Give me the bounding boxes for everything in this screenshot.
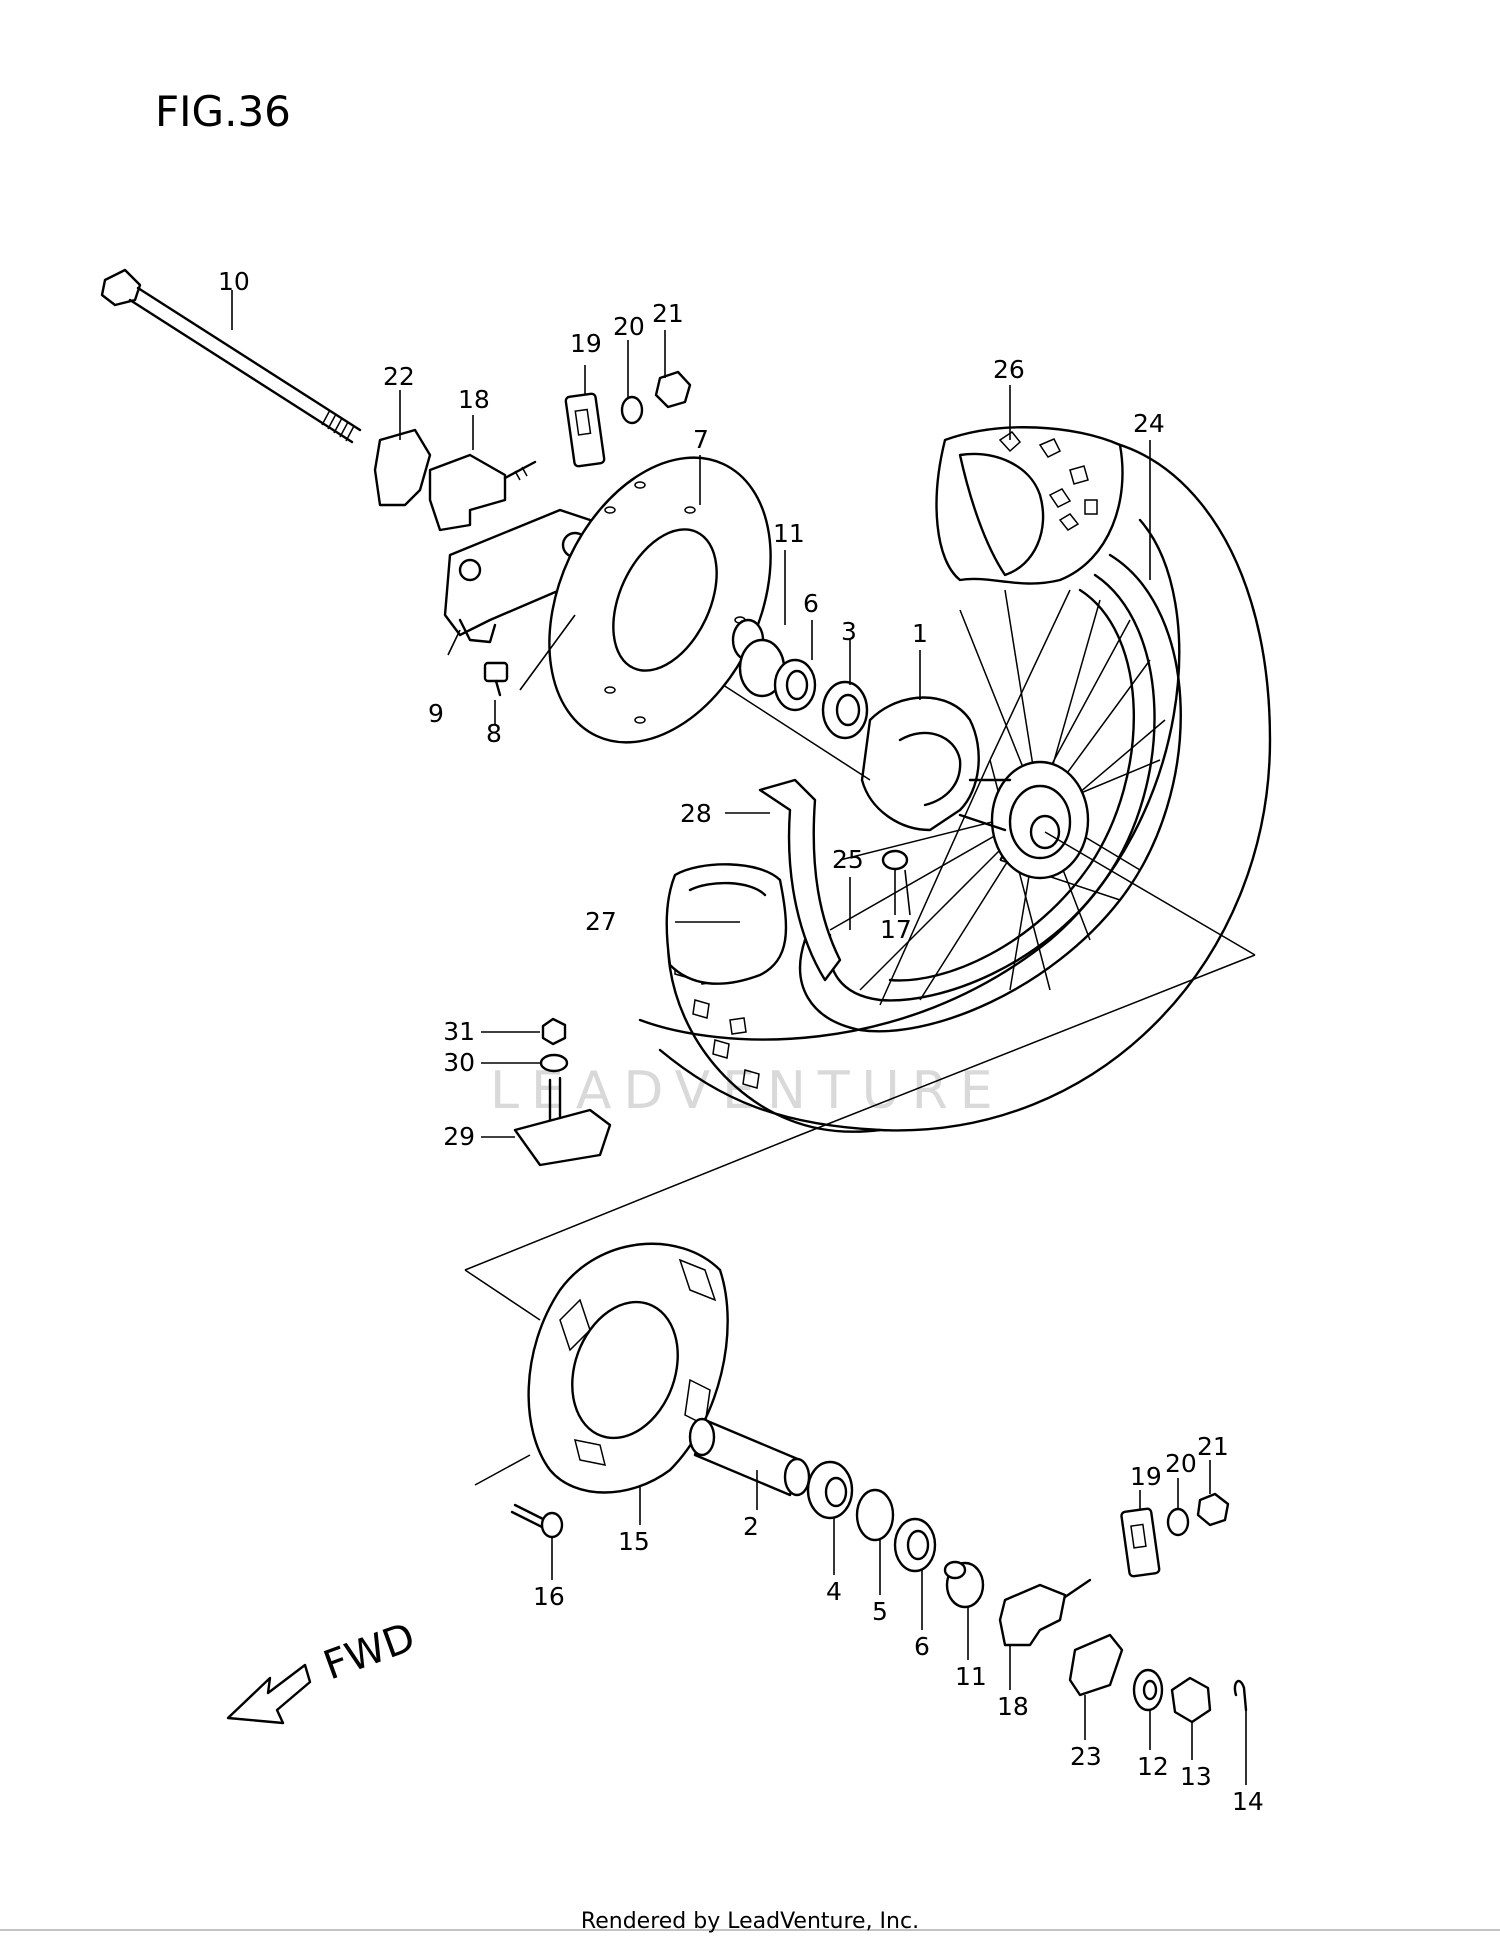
callout-6-bottom: 6	[914, 1632, 930, 1661]
callout-30: 30	[443, 1048, 475, 1077]
bearing-4	[806, 1460, 854, 1520]
washer-20-top	[620, 395, 644, 425]
callout-7: 7	[693, 425, 709, 454]
callout-3: 3	[841, 617, 857, 646]
wheel-rim	[799, 553, 1182, 1033]
callout-18-top: 18	[458, 385, 490, 414]
callout-20-top: 20	[613, 312, 645, 341]
callout-8: 8	[486, 719, 502, 748]
rear-tire	[638, 426, 1272, 1132]
callout-6-top: 6	[803, 589, 819, 618]
rim-band	[758, 778, 842, 982]
washer-30	[539, 1053, 569, 1073]
callout-leaders	[231, 290, 1247, 1785]
callout-27: 27	[585, 907, 617, 936]
callout-17: 17	[880, 915, 912, 944]
collar-left	[731, 618, 786, 698]
rear-axle	[100, 268, 362, 444]
washer-12	[1132, 1668, 1164, 1712]
callout-28: 28	[680, 799, 712, 828]
callout-21-bottom: 21	[1197, 1432, 1229, 1461]
oil-seal-left	[773, 658, 817, 712]
figure-title: FIG.36	[155, 87, 291, 136]
lower-axle-centerline	[464, 1134, 801, 1486]
callout-22: 22	[383, 362, 415, 391]
fwd-arrow-icon	[226, 1663, 312, 1725]
callout-15: 15	[618, 1527, 650, 1556]
callout-23: 23	[1070, 1742, 1102, 1771]
nut-17	[881, 849, 909, 871]
oil-seal-right	[893, 1517, 937, 1573]
chain-adjuster-plate-left	[373, 428, 432, 507]
chain-adjuster-left	[428, 453, 537, 532]
callout-11-bottom: 11	[955, 1662, 987, 1691]
chain-adjuster-block-top	[564, 392, 606, 468]
callout-9: 9	[428, 699, 444, 728]
nut-21-bottom	[1196, 1492, 1230, 1527]
circlip-5	[855, 1488, 895, 1542]
callout-numbers: 10 22 18 19 20 21 7 26 24 11 6 3 1 9 8 2…	[218, 267, 1264, 1816]
callout-14: 14	[1232, 1787, 1264, 1816]
brake-disc	[548, 456, 772, 744]
callout-21-top: 21	[652, 299, 684, 328]
collar-right	[943, 1560, 985, 1609]
nut-21-top	[654, 370, 692, 409]
callout-19-bottom: 19	[1130, 1462, 1162, 1491]
axle-centerline	[699, 669, 1256, 1136]
inner-tube	[665, 863, 788, 985]
callout-5: 5	[872, 1597, 888, 1626]
callout-2: 2	[743, 1512, 759, 1541]
callout-20-bottom: 20	[1165, 1449, 1197, 1478]
bolt-8	[483, 661, 509, 697]
callout-19-top: 19	[570, 329, 602, 358]
callout-18-bottom: 18	[997, 1692, 1029, 1721]
callout-12: 12	[1137, 1752, 1169, 1781]
callout-4: 4	[826, 1577, 842, 1606]
washer-20-bottom	[1166, 1507, 1190, 1537]
chain-adjuster-right	[998, 1578, 1092, 1647]
callout-24: 24	[1133, 409, 1165, 438]
chain-adjuster-plate-right	[1068, 1633, 1124, 1697]
callout-13: 13	[1180, 1762, 1212, 1791]
valve-nut-31	[541, 1017, 567, 1046]
chain-adjuster-block-bottom	[1120, 1507, 1161, 1578]
cotter-pin-14	[1233, 1679, 1248, 1712]
callout-10: 10	[218, 267, 250, 296]
callout-1: 1	[912, 619, 928, 648]
callout-11-top: 11	[773, 519, 805, 548]
fwd-label: FWD	[318, 1614, 421, 1689]
axle-spacer	[688, 1417, 811, 1497]
castle-nut-13	[1170, 1676, 1212, 1724]
wheel-hub	[860, 696, 1090, 880]
rear-sprocket	[527, 1242, 729, 1494]
footer-credit: Rendered by LeadVenture, Inc.	[581, 1909, 919, 1934]
callout-29: 29	[443, 1122, 475, 1151]
callout-26: 26	[993, 355, 1025, 384]
tube-valve	[513, 1076, 612, 1167]
callout-31: 31	[443, 1017, 475, 1046]
callout-16: 16	[533, 1582, 565, 1611]
callout-25: 25	[832, 845, 864, 874]
sprocket-bolt	[510, 1503, 564, 1539]
bearing-3	[821, 680, 869, 740]
